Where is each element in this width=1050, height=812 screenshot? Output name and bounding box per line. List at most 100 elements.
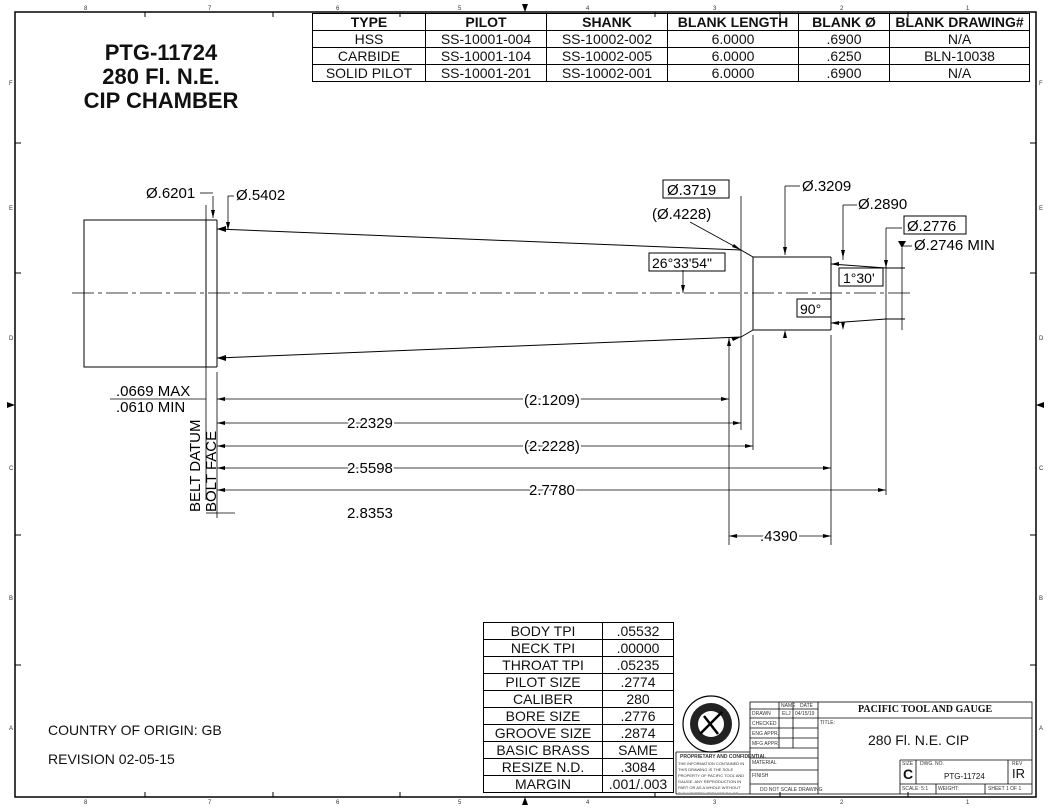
table-row: MARGIN.001/.003 (483, 775, 674, 793)
table-row: RESIZE N.D..3084 (483, 758, 674, 776)
cell: MARGIN (483, 775, 603, 793)
tb-title-label: TITLE: (820, 720, 836, 726)
svg-text:4: 4 (586, 800, 590, 806)
table-row: HSS SS-10001-004 SS-10002-002 6.0000 .69… (312, 30, 1030, 48)
company-seal-logo (682, 695, 740, 753)
svg-text:2: 2 (840, 6, 844, 12)
dim-dia-2890: Ø.2890 (858, 196, 907, 213)
center-mark-left (7, 402, 15, 408)
tb-rev-label: REV (1012, 761, 1023, 767)
center-mark-bottom (522, 797, 528, 805)
cell: .6900 (798, 30, 890, 48)
cell: N/A (889, 30, 1030, 48)
body-taper-top (216, 228, 742, 251)
dim-dia-2776: Ø.2776 (907, 218, 956, 235)
cell: CALIBER (483, 690, 603, 708)
tb-finish: FINISH (752, 773, 769, 779)
tb-company: PACIFIC TOOL AND GAUGE (858, 704, 993, 715)
svg-text:A: A (9, 726, 13, 732)
tb-size-label: SIZE (902, 761, 914, 767)
dim-len-25598: 2.5598 (347, 460, 393, 477)
dim-dia-4228: (Ø.4228) (652, 206, 711, 223)
tb-material: MATERIAL (752, 760, 777, 766)
tb-sheet: SHEET 1 OF 1 (988, 786, 1022, 792)
cell: .2774 (602, 673, 674, 691)
svg-text:D: D (1039, 336, 1044, 342)
col-shank: SHANK (546, 13, 668, 31)
tb-scale: SCALE: 5:1 (902, 786, 929, 792)
cell: BODY TPI (483, 622, 603, 640)
tb-drawn: DRAWN (752, 711, 771, 717)
tb-dwg-no: PTG-11724 (944, 772, 985, 781)
box-angle-throat (838, 267, 884, 287)
sheet-border (14, 11, 1037, 798)
cell: 280 (602, 690, 674, 708)
cell: SS-10001-104 (425, 47, 547, 65)
cell: .05532 (602, 622, 674, 640)
cell: .05235 (602, 656, 674, 674)
svg-text:A: A (1039, 726, 1043, 732)
svg-text:B: B (1039, 596, 1043, 602)
cell: SS-10001-004 (425, 30, 547, 48)
svg-text:1: 1 (966, 800, 970, 806)
svg-text:5: 5 (458, 800, 462, 806)
dim-angle-90: 90° (800, 301, 821, 317)
cell: .2776 (602, 707, 674, 725)
svg-text:7: 7 (208, 800, 212, 806)
tb-date-col: DATE (800, 703, 813, 709)
cell: .6900 (798, 64, 890, 82)
cell: NECK TPI (483, 639, 603, 657)
drawing-title: PTG-11724 280 Fl. N.E. CIP CHAMBER (68, 41, 254, 113)
dim-len-22228: (2.2228) (524, 438, 580, 455)
tb-proprietary: PROPRIETARY AND CONFIDENTIAL (680, 754, 767, 760)
caliber-line: 280 Fl. N.E. (102, 64, 220, 89)
cell: BORE SIZE (483, 707, 603, 725)
svg-text:8: 8 (84, 6, 88, 12)
dim-angle-shoulder: 26°33'54" (652, 255, 712, 271)
cell: HSS (312, 30, 426, 48)
chamber-spec-table: BODY TPI.05532 NECK TPI.00000 THROAT TPI… (483, 622, 674, 793)
dim-dia-6201: Ø.6201 (146, 185, 195, 202)
svg-text:E: E (9, 206, 13, 212)
tb-do-not-scale: DO NOT SCALE DRAWING (760, 787, 823, 793)
box-angle-90 (796, 298, 832, 318)
svg-text:5: 5 (458, 6, 462, 12)
tb-weight: WEIGHT: (938, 786, 959, 792)
center-mark-right (1036, 402, 1044, 408)
dim-len-22329: 2.2329 (347, 415, 393, 432)
svg-text:1: 1 (966, 6, 970, 12)
col-pilot: PILOT (425, 13, 547, 31)
col-blank-length: BLANK LENGTH (667, 13, 799, 31)
datum-bolt-face: BOLT FACE (203, 431, 220, 512)
table-row: THROAT TPI.05235 (483, 656, 674, 674)
cell: RESIZE N.D. (483, 758, 603, 776)
cell: SS-10001-201 (425, 64, 547, 82)
cell: 6.0000 (667, 64, 799, 82)
cell: BASIC BRASS (483, 741, 603, 759)
dim-rim-min: .0610 MIN (116, 399, 185, 416)
cell: .2874 (602, 724, 674, 742)
tb-rev: IR (1012, 766, 1025, 781)
dim-len-28353: 2.8353 (347, 505, 393, 522)
svg-text:8: 8 (84, 800, 88, 806)
center-mark-top (522, 4, 528, 12)
cell: THROAT TPI (483, 656, 603, 674)
title-block-frame (675, 701, 1033, 795)
svg-text:6: 6 (336, 800, 340, 806)
dim-dia-3209: Ø.3209 (802, 178, 851, 195)
part-number: PTG-11724 (104, 40, 218, 65)
cell: SS-10002-002 (546, 30, 668, 48)
tb-drawn-date: 04/15/19 (795, 711, 815, 717)
cell: .6250 (798, 47, 890, 65)
cell: 6.0000 (667, 30, 799, 48)
svg-text:3: 3 (713, 6, 717, 12)
dim-rim-max: .0669 MAX (116, 383, 190, 400)
country-of-origin: COUNTRY OF ORIGIN: GB (48, 722, 222, 738)
svg-text:2: 2 (840, 800, 844, 806)
cell: SS-10002-001 (546, 64, 668, 82)
datum-belt: BELT DATUM (187, 419, 204, 512)
